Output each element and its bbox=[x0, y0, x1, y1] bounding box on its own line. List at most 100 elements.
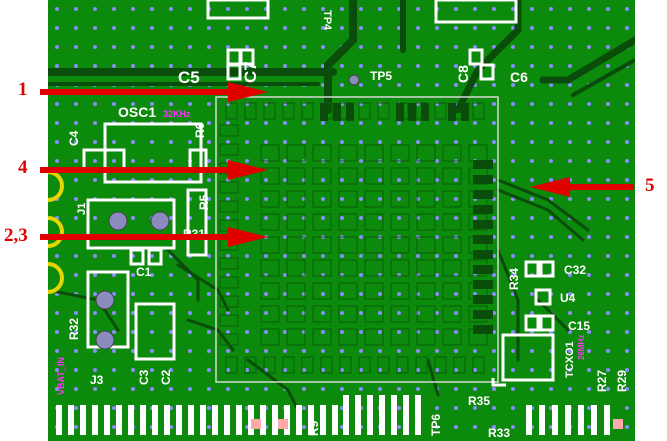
label-tcxo1-freq: 26MHz bbox=[577, 335, 586, 360]
label-c8: C8 bbox=[455, 65, 471, 83]
inner-pad bbox=[390, 144, 410, 162]
inner-pad bbox=[260, 259, 280, 277]
inner-pad bbox=[338, 190, 358, 208]
label-r35: R35 bbox=[468, 394, 490, 408]
edge-pad-bottom bbox=[225, 356, 238, 374]
connector-pin bbox=[403, 395, 409, 435]
connector-pin bbox=[367, 395, 373, 435]
edge-pad-right bbox=[473, 190, 493, 199]
arrow-4 bbox=[40, 160, 268, 180]
label-tcxo1: TCXO1 bbox=[564, 341, 576, 378]
inner-pad bbox=[260, 282, 280, 300]
label-r33: R33 bbox=[488, 426, 510, 440]
edge-pad-bottom bbox=[282, 356, 295, 374]
connector-pin bbox=[526, 405, 532, 435]
connector-pin bbox=[116, 405, 122, 435]
inner-pad bbox=[286, 259, 306, 277]
inner-pad bbox=[260, 167, 280, 185]
inner-pad bbox=[416, 144, 436, 162]
inner-pad bbox=[260, 144, 280, 162]
edge-pad-bottom bbox=[453, 356, 466, 374]
edge-pad-bottom bbox=[472, 356, 485, 374]
module-pad-grid bbox=[219, 102, 493, 374]
connector-pin bbox=[308, 405, 314, 435]
pink-pad bbox=[613, 419, 623, 429]
label-j3: J3 bbox=[90, 373, 104, 387]
pcb-board: OSC1 32KHz C5 C7 C8 C6 TP5 TP4 C4 R6 R5 … bbox=[48, 0, 635, 441]
edge-pad-right bbox=[473, 325, 493, 334]
inner-pad bbox=[390, 190, 410, 208]
inner-pad bbox=[390, 167, 410, 185]
edge-pad-left bbox=[219, 276, 239, 289]
label-c5: C5 bbox=[178, 68, 200, 87]
callout-4: 4 bbox=[18, 157, 28, 178]
through-hole-pads bbox=[95, 74, 360, 350]
pink-pad bbox=[251, 419, 261, 429]
label-r32: R32 bbox=[67, 318, 81, 340]
edge-pad-left bbox=[219, 143, 239, 156]
label-r27: R27 bbox=[595, 370, 609, 392]
inner-pad bbox=[390, 282, 410, 300]
inner-pad bbox=[416, 236, 436, 254]
label-vbat: VBAT_IN bbox=[56, 357, 66, 395]
connector-pin bbox=[272, 405, 278, 435]
inner-pad bbox=[338, 167, 358, 185]
connector-pin bbox=[604, 405, 610, 435]
pad-trace-top bbox=[346, 103, 354, 121]
pad-trace-top bbox=[333, 103, 341, 121]
inner-pad bbox=[312, 236, 332, 254]
pad-trace-top bbox=[448, 103, 456, 121]
connector-pin bbox=[92, 405, 98, 435]
inner-pad bbox=[390, 213, 410, 231]
connector-pin bbox=[80, 405, 86, 435]
inner-pad bbox=[312, 144, 332, 162]
edge-pad-bottom bbox=[339, 356, 352, 374]
inner-pad bbox=[312, 282, 332, 300]
edge-pad-right bbox=[473, 295, 493, 304]
edge-pad-top bbox=[358, 102, 371, 120]
inner-pad bbox=[364, 144, 384, 162]
label-c4: C4 bbox=[67, 130, 81, 146]
edge-pad-left bbox=[219, 333, 239, 346]
inner-pad bbox=[442, 167, 462, 185]
connector-pin bbox=[212, 405, 218, 435]
inner-pad bbox=[390, 236, 410, 254]
inner-pad bbox=[338, 259, 358, 277]
connector-pin bbox=[565, 405, 571, 435]
inner-pad bbox=[312, 328, 332, 346]
connector-pin bbox=[68, 405, 74, 435]
edge-pad-top bbox=[282, 102, 295, 120]
inner-pad bbox=[260, 190, 280, 208]
edge-pad-top bbox=[377, 102, 390, 120]
arrow-23 bbox=[40, 227, 268, 247]
inner-pad bbox=[260, 305, 280, 323]
callout-5: 5 bbox=[645, 175, 655, 196]
inner-pad bbox=[364, 305, 384, 323]
label-tp4: TP4 bbox=[321, 10, 333, 31]
label-r29: R29 bbox=[615, 370, 629, 392]
pink-pad bbox=[278, 419, 288, 429]
label-c1: C1 bbox=[136, 265, 152, 279]
label-c15: C15 bbox=[568, 319, 590, 333]
connector-pin bbox=[176, 405, 182, 435]
connector-pin bbox=[552, 405, 558, 435]
inner-pad bbox=[338, 144, 358, 162]
inner-pad bbox=[390, 305, 410, 323]
inner-pad bbox=[442, 259, 462, 277]
label-c32: C32 bbox=[564, 263, 586, 277]
inner-pad bbox=[260, 236, 280, 254]
edge-pad-left bbox=[219, 200, 239, 213]
connector-pin bbox=[539, 405, 545, 435]
inner-pad bbox=[286, 167, 306, 185]
edge-pad-right bbox=[473, 280, 493, 289]
inner-pad bbox=[312, 190, 332, 208]
inner-pad bbox=[286, 282, 306, 300]
connector-pin bbox=[578, 405, 584, 435]
connector-pin bbox=[320, 405, 326, 435]
label-c2: C2 bbox=[159, 369, 173, 385]
inner-pad bbox=[442, 190, 462, 208]
connector-pin bbox=[343, 395, 349, 435]
inner-pad bbox=[364, 282, 384, 300]
inner-pad bbox=[260, 213, 280, 231]
inner-pad bbox=[442, 144, 462, 162]
